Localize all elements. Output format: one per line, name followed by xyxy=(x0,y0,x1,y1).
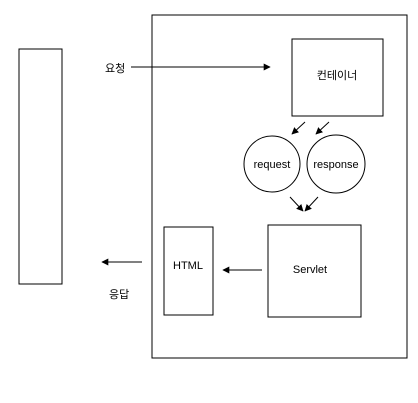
servlet-box xyxy=(267,224,362,318)
servlet-label: Servlet xyxy=(293,264,327,276)
request-circle-label: request xyxy=(254,159,291,171)
container-label: 컨테이너 xyxy=(317,69,357,82)
response-circle xyxy=(306,134,366,194)
client-box xyxy=(18,48,63,285)
response-to-servlet-arrow xyxy=(304,196,319,212)
html-label: HTML xyxy=(173,260,203,272)
html-box xyxy=(163,226,214,316)
response-circle-label: response xyxy=(313,159,358,171)
request-to-servlet-arrow xyxy=(289,196,304,212)
response-label: 응답 xyxy=(109,288,129,301)
request-label: 요청 xyxy=(105,62,125,75)
request-circle xyxy=(243,135,301,193)
container-to-response-arrow xyxy=(315,121,330,135)
container-to-request-arrow xyxy=(291,121,306,135)
container-box xyxy=(291,38,384,117)
